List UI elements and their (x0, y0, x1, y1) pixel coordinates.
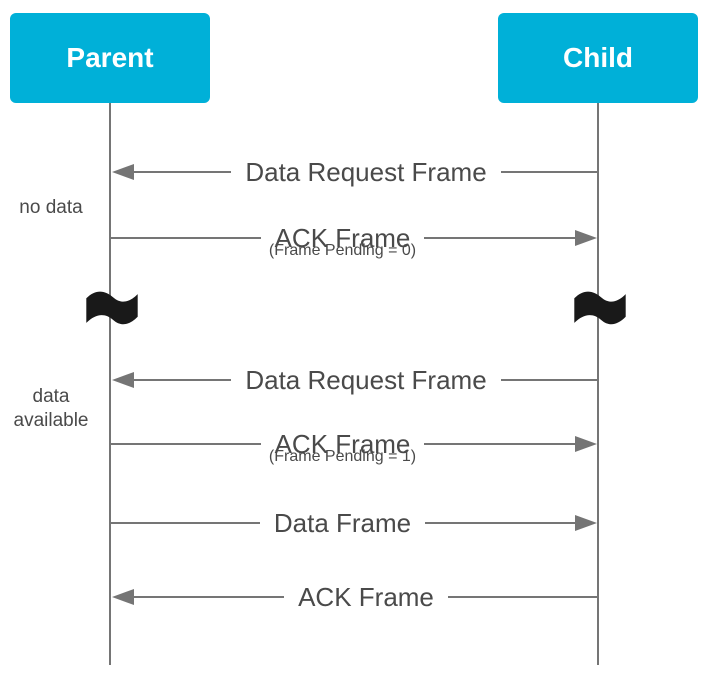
message-label: ACK Frame (274, 223, 411, 253)
message-label: Data Frame (273, 508, 412, 538)
actor-child-label: Child (563, 42, 633, 73)
actor-parent-label: Parent (66, 42, 154, 73)
message-line (110, 522, 260, 524)
message-line (134, 171, 232, 173)
waving-flag-icon (574, 289, 626, 326)
message-line (424, 443, 575, 445)
arrowhead-right-icon (575, 515, 598, 531)
actor-child: Child (498, 13, 698, 103)
waving-flag-icon (86, 289, 138, 326)
message-line (424, 237, 575, 239)
message-label: Data Request Frame (245, 157, 487, 187)
message-label-wrap: ACK Frame (Frame Pending = 0) (261, 223, 425, 259)
message-line (134, 596, 285, 598)
message-label: ACK Frame (298, 582, 434, 612)
message-label-wrap: ACK Frame (284, 584, 448, 610)
message-subtitle: (Frame Pending = 1) (268, 448, 417, 465)
arrowhead-left-icon (112, 589, 134, 605)
message-line (134, 379, 232, 381)
message-line (447, 596, 598, 598)
message-label: Data Request Frame (245, 365, 487, 395)
lifeline-child (597, 103, 599, 665)
actor-parent: Parent (10, 13, 210, 103)
message-label: ACK Frame (274, 429, 411, 459)
message-label-wrap: ACK Frame (Frame Pending = 1) (261, 429, 425, 465)
side-note-no-data: no data (19, 197, 83, 218)
arrowhead-right-icon (575, 436, 597, 452)
message-label-wrap: Data Request Frame (231, 367, 500, 393)
message-line (500, 379, 599, 381)
arrowhead-right-icon (575, 230, 597, 246)
arrowhead-left-icon (112, 372, 134, 388)
message-line (425, 522, 576, 524)
side-note-data-available: data available (13, 386, 89, 431)
message-line (500, 171, 599, 173)
message-label-wrap: Data Frame (260, 510, 425, 536)
message-line (110, 237, 261, 239)
arrowhead-left-icon (112, 164, 134, 180)
message-label-wrap: Data Request Frame (231, 159, 500, 185)
message-line (110, 443, 261, 445)
message-subtitle: (Frame Pending = 0) (268, 242, 417, 259)
lifeline-parent (109, 103, 111, 665)
